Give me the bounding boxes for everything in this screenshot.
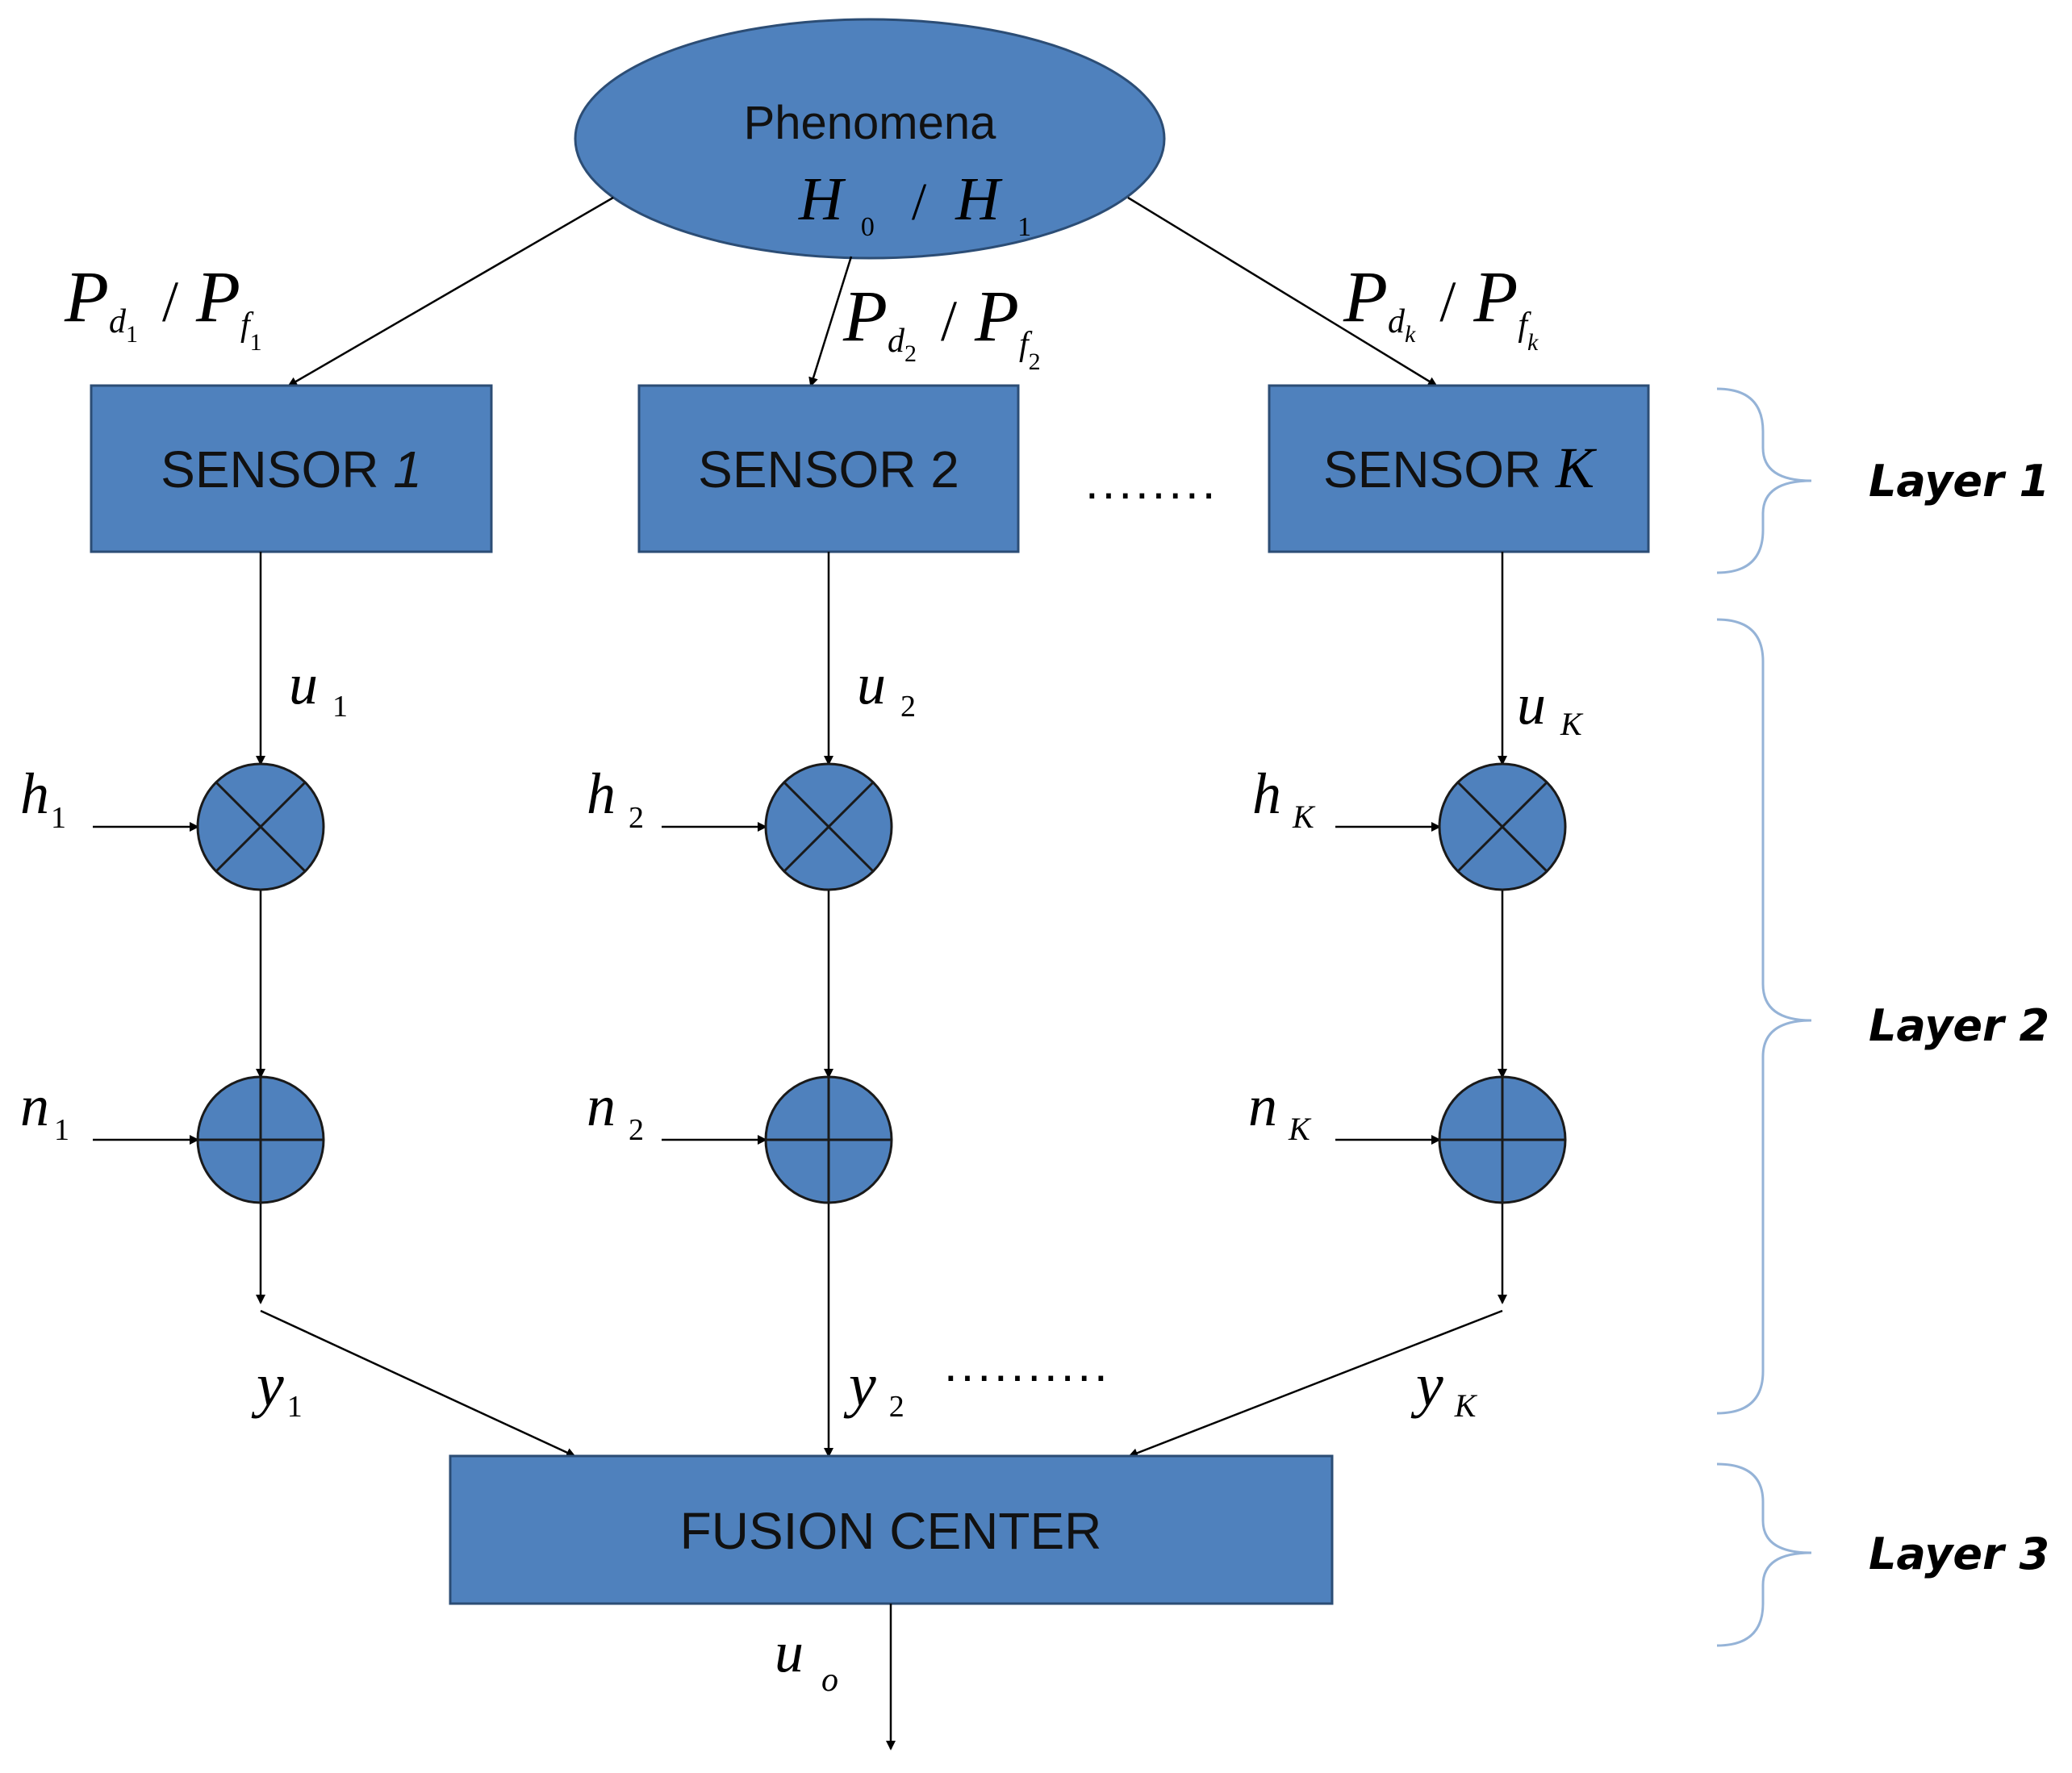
- layer-3-label: Layer 3: [1869, 1529, 2049, 1579]
- sensor-1-box: SENSOR 1: [90, 384, 493, 553]
- layer-3-brace: [1716, 1462, 1812, 1647]
- phenomena-label: Phenomena: [744, 97, 997, 149]
- layer-1-label: Layer 1: [1869, 456, 2049, 507]
- sensor-k-box: SENSOR K: [1268, 384, 1650, 553]
- sensor-ellipsis: ........: [1085, 455, 1218, 509]
- edge-phenomena-sensor-2: [808, 256, 853, 387]
- column-1: [93, 552, 325, 1304]
- multiplier-2: [764, 762, 893, 891]
- prob-label-2: Pd2/Pf2: [842, 277, 1041, 375]
- sensor-2-box: SENSOR 2: [637, 384, 1020, 553]
- multiplier-k: [1438, 762, 1567, 891]
- fusion-center-label: FUSION CENTER: [680, 1502, 1102, 1560]
- column-2: [662, 552, 893, 1458]
- prob-label-1: Pd1/Pf1: [64, 257, 262, 356]
- edge-phenomena-sensor-1: [287, 196, 614, 387]
- column-k: [1335, 552, 1567, 1304]
- edge-out-1-fusion: [260, 1309, 576, 1458]
- sensor-k-label: SENSOR K: [1323, 436, 1598, 500]
- sensor-1-label: SENSOR 1: [161, 440, 422, 499]
- edge-phenomena-sensor-k: [1127, 196, 1438, 387]
- fusion-center-box: FUSION CENTER: [449, 1454, 1334, 1605]
- adder-k: [1438, 1075, 1567, 1204]
- prob-label-k: Pdk/Pfk: [1343, 257, 1539, 356]
- output-ellipsis: ..........: [944, 1337, 1111, 1391]
- sensor-2-label: SENSOR 2: [698, 440, 959, 499]
- adder-2: [764, 1075, 893, 1204]
- layer-1-brace: [1716, 387, 1812, 574]
- channel-label-1: h1: [20, 761, 66, 835]
- adder-1: [196, 1075, 325, 1204]
- layer-2-label: Layer 2: [1869, 1000, 2049, 1051]
- layer-2-brace: [1716, 618, 1812, 1415]
- edge-out-k-fusion: [1128, 1309, 1503, 1458]
- multiplier-1: [196, 762, 325, 891]
